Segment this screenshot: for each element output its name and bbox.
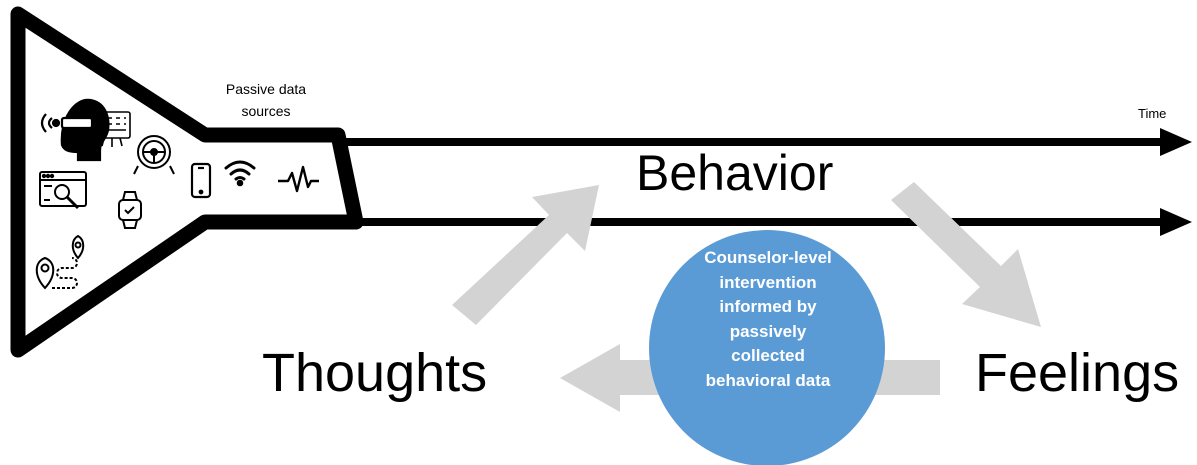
pulse-icon (278, 165, 319, 193)
time-label: Time (1138, 106, 1167, 121)
arrow-thoughts-to-behavior (452, 185, 599, 325)
time-arrow-top-head (1160, 128, 1192, 156)
keyboard-icon (95, 111, 131, 147)
circle-text-line: passively (729, 321, 807, 341)
smartwatch-icon (118, 191, 142, 229)
circle-text-line: collected (731, 346, 805, 365)
browser-search-icon (39, 171, 87, 210)
arrow-behavior-to-feelings (891, 182, 1041, 327)
location-route-icon (35, 234, 85, 290)
circle-text-line: intervention (719, 272, 817, 292)
passive-label-line2: sources (241, 103, 291, 119)
thoughts-label: Thoughts (262, 343, 488, 403)
passive-data-sources-label: Passive data sources (216, 78, 316, 122)
circle-text-line: informed by (719, 297, 817, 316)
wifi-icon (224, 160, 256, 187)
circle-text-line: Counselor-level (704, 248, 832, 267)
intervention-circle-text: Counselor-level intervention informed by… (668, 246, 868, 393)
passive-label-line1: Passive data (225, 81, 307, 97)
circle-text-line: behavioral data (705, 370, 831, 390)
behavior-label: Behavior (636, 145, 834, 201)
intervention-circle (649, 230, 885, 465)
feelings-label: Feelings (975, 343, 1180, 403)
passive-data-funnel (10, 6, 364, 358)
smartphone-icon (190, 162, 212, 199)
timeline-arrows (325, 128, 1192, 236)
time-arrow-bottom-head (1160, 208, 1192, 236)
steering-wheel-icon (133, 135, 175, 175)
